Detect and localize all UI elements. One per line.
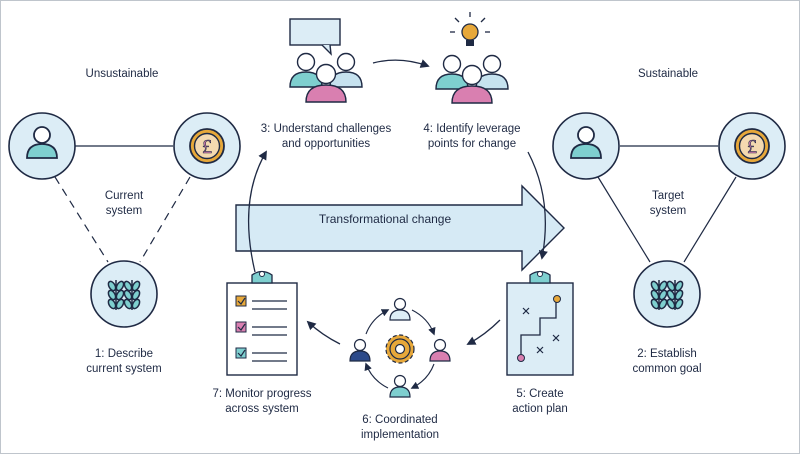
arrow-6-to-7: [306, 320, 341, 345]
right-coin-node: [718, 112, 786, 180]
person-right: [429, 338, 451, 362]
step-7-label: 7: Monitor progress across system: [212, 388, 312, 415]
people-gear-cycle-icon: [349, 297, 451, 398]
arrow-3-to-4: [372, 59, 430, 68]
left-system: [8, 112, 241, 328]
pound-coin-icon: [189, 128, 225, 164]
left-connector-dashed-right: [139, 176, 191, 263]
arrow-4-to-5: [527, 151, 548, 260]
right-connector-left: [597, 176, 651, 263]
lightbulb-group-icon: [435, 12, 509, 104]
arrow-7-to-3: [247, 150, 267, 273]
step-4-label: 4: Identify leverage points for change: [423, 123, 521, 150]
unsustainable-title: Unsustainable: [85, 68, 159, 80]
speech-bubble: [289, 18, 341, 46]
arrow-5-to-6: [466, 319, 501, 345]
transformational-change-label: Transformational change: [318, 212, 452, 226]
step-5-label: 5: Create action plan: [512, 388, 568, 415]
right-system: [552, 112, 786, 328]
current-system-label: Current system: [104, 190, 144, 217]
lightbulb-icon: [450, 12, 490, 46]
pound-coin-icon: [734, 128, 770, 164]
left-connector-dashed-left: [54, 176, 109, 263]
transformational-change-arrow: [235, 184, 565, 272]
checklist-clipboard-icon: [226, 270, 298, 376]
person-top: [389, 297, 411, 321]
speech-bubble-group-icon: [289, 18, 363, 103]
left-wheat-node: [90, 260, 158, 328]
step-2-label: 2: Establish common goal: [632, 348, 702, 375]
right-person-node: [552, 112, 620, 180]
step-1-label: 1: Describe current system: [86, 348, 162, 375]
gear-icon: [385, 334, 415, 364]
cycle-arrows: [247, 59, 548, 345]
action-plan-clipboard-icon: [506, 270, 574, 376]
sustainable-title: Sustainable: [637, 68, 699, 80]
target-system-label: Target system: [649, 190, 687, 217]
person-left: [349, 338, 371, 362]
right-connector-right: [683, 176, 737, 263]
step-6-label: 6: Coordinated implementation: [361, 414, 439, 441]
step-3-label: 3: Understand challenges and opportuniti…: [260, 123, 392, 150]
left-coin-node: [173, 112, 241, 180]
person-bottom: [389, 374, 411, 398]
left-person-node: [8, 112, 76, 180]
right-wheat-node: [633, 260, 701, 328]
